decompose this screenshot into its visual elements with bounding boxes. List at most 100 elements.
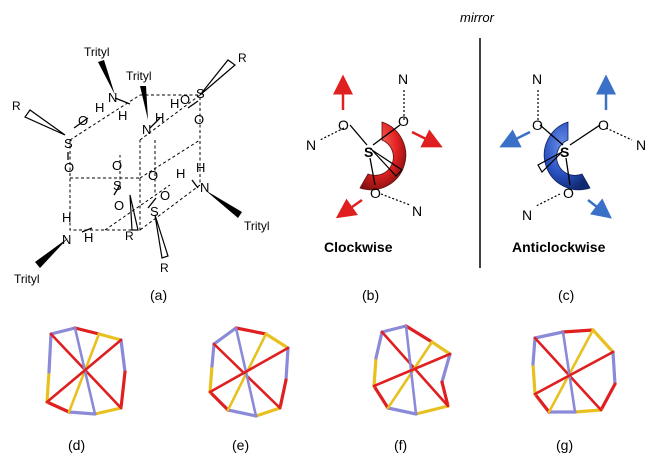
cage-bond <box>533 392 551 414</box>
atom-o: O <box>160 188 170 203</box>
cage-bond <box>440 380 450 408</box>
cage-bond <box>234 326 268 336</box>
cage-structures <box>45 324 617 418</box>
covalent-bonds <box>67 97 199 233</box>
hydrogen-bond-network <box>69 94 201 231</box>
r-wedge-top-right <box>199 59 236 96</box>
panel-label-c: (c) <box>558 287 574 303</box>
cage-bond <box>208 364 214 394</box>
atom-o: O <box>78 113 88 128</box>
cage-bond <box>254 406 282 418</box>
r-wedge-left <box>24 109 66 136</box>
cage-bond <box>531 362 537 396</box>
atom-o: O <box>112 158 122 173</box>
cage-bond <box>73 326 101 336</box>
cage-bond <box>374 330 384 360</box>
rotation-arrow <box>587 198 612 219</box>
trityl-wedge-top-right <box>140 86 148 120</box>
atom-n: N <box>108 90 117 105</box>
panel-label-b: (b) <box>362 287 379 303</box>
nitrogen-atom: N <box>532 71 542 87</box>
atom-h: H <box>155 110 164 125</box>
cage-bond <box>386 340 434 410</box>
cage-bond <box>414 404 450 416</box>
atom-h: H <box>170 96 179 111</box>
cage-bond <box>208 346 290 394</box>
trityl-label: Trityl <box>126 69 152 83</box>
cage-bond <box>573 408 603 414</box>
sulfur-atom: S <box>560 144 569 160</box>
atom-o: O <box>148 168 158 183</box>
cage-bond <box>210 342 216 368</box>
trityl-wedge-bottom-left <box>35 238 68 268</box>
r-group-label: R <box>160 261 169 275</box>
cage-bond <box>533 330 565 340</box>
cage-bond <box>404 324 434 344</box>
atom-h: H <box>62 210 71 225</box>
cage-bond <box>278 378 288 410</box>
cage-bond <box>591 328 615 354</box>
atom-s: S <box>196 86 205 101</box>
cage-bond <box>547 328 595 414</box>
atom-o: O <box>64 160 74 175</box>
atom-h: H <box>118 108 127 123</box>
rotation-arrow <box>411 129 443 148</box>
oxygen-atom: O <box>398 113 409 129</box>
oxygen-atom: O <box>598 117 609 133</box>
cage-bond <box>430 340 452 356</box>
cage-bond <box>561 328 595 334</box>
panel-a-structure: N N N N H H H H H H H H O O O O O O O O … <box>12 45 270 286</box>
cage-structure <box>45 326 127 416</box>
cage-bond <box>372 352 452 388</box>
panel-label-e: (e) <box>232 437 249 453</box>
nitrogen-atom: N <box>306 137 316 153</box>
cage-structure <box>372 324 452 416</box>
mirror-label: mirror <box>460 10 495 25</box>
nitrogen-atom: N <box>636 137 646 153</box>
atom-h: H <box>84 230 93 245</box>
atom-n: N <box>62 232 71 247</box>
r-group-label: R <box>12 99 21 113</box>
r-wedge-bottom-middle <box>129 194 139 231</box>
cage-bond <box>93 406 123 416</box>
atom-h: H <box>176 166 185 181</box>
atom-s: S <box>64 136 73 151</box>
atom-h: H <box>95 100 104 115</box>
cage-bond <box>372 356 378 388</box>
oxygen-atom: O <box>338 117 349 133</box>
cage-bond <box>45 400 71 414</box>
cage-bond <box>531 336 537 366</box>
cage-bond <box>47 332 53 374</box>
cage-bond <box>599 382 617 412</box>
nitrogen-atom: N <box>522 207 532 223</box>
trityl-label: Trityl <box>84 45 110 59</box>
cage-bond <box>372 384 390 410</box>
atom-s: S <box>113 178 122 193</box>
cage-bond <box>386 406 418 416</box>
cage-bond <box>49 326 77 336</box>
oxygen-atom: O <box>370 185 381 201</box>
oxygen-atom: O <box>563 185 574 201</box>
cage-bond <box>533 350 615 396</box>
cage-structure <box>208 326 290 418</box>
trityl-label: Trityl <box>14 272 40 286</box>
cage-structure <box>531 328 617 414</box>
sulfur-atom: S <box>364 144 373 160</box>
cage-bond <box>264 332 290 350</box>
nitrogen-atom: N <box>398 71 408 87</box>
r-group-label: R <box>125 229 134 243</box>
nitrogen-atom: N <box>412 203 422 219</box>
rotation-arrow <box>499 129 531 148</box>
cage-bond <box>226 408 258 418</box>
atom-o: O <box>180 92 190 107</box>
panel-label-d: (d) <box>68 437 85 453</box>
r-wedge-bottom-right <box>154 214 169 259</box>
rotation-arrow <box>335 198 363 219</box>
cage-bond <box>212 326 238 346</box>
cage-bond <box>119 370 127 410</box>
atom-n: N <box>142 122 151 137</box>
clockwise-ring <box>359 121 407 191</box>
trityl-wedge-bottom-right <box>205 190 242 218</box>
cage-bond <box>208 390 230 412</box>
